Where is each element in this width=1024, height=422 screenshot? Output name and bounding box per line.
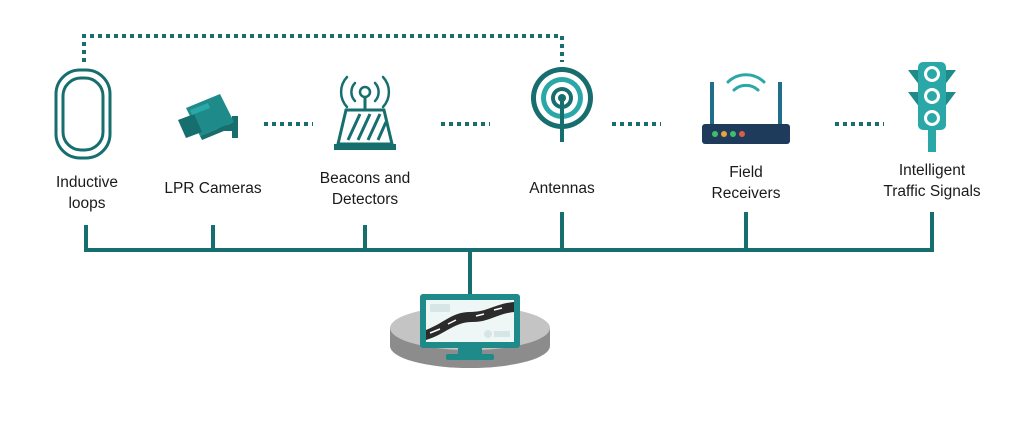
- antenna-icon: [531, 67, 593, 142]
- top-dotted-connector: [82, 34, 564, 62]
- label-antennas: Antennas: [529, 180, 595, 197]
- camera-icon: [178, 94, 238, 140]
- router-icon: [702, 73, 790, 144]
- monitor-icon: [420, 294, 520, 360]
- inductive-loop-icon: [54, 68, 112, 160]
- label-lpr-cameras: LPR Cameras: [164, 180, 262, 197]
- beacon-detector-icon: [334, 75, 396, 150]
- bus-connector: [84, 212, 934, 300]
- traffic-light-icon: [908, 62, 956, 152]
